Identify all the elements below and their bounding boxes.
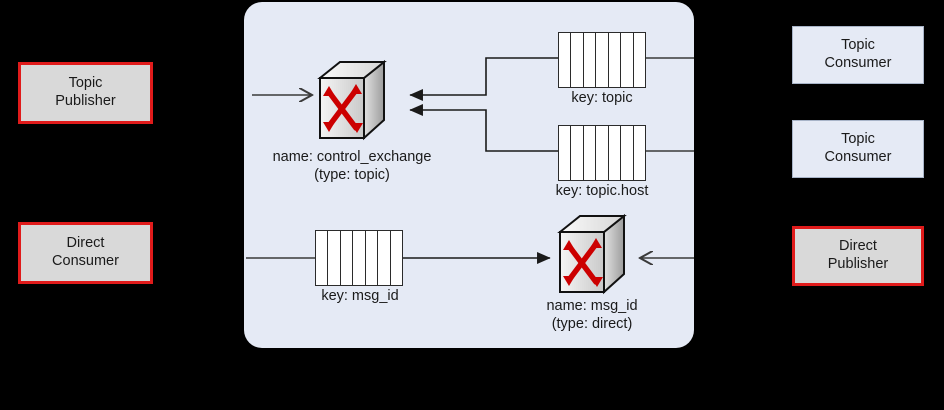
- queue-topic-host-label: key: topic.host: [555, 183, 649, 199]
- queue-cell: [316, 231, 329, 285]
- exchange-msg-id-label: name: msg_id (type: direct): [546, 298, 638, 333]
- queue-cell: [559, 126, 572, 180]
- queue-topic[interactable]: [558, 32, 646, 88]
- queue-cell: [571, 33, 584, 87]
- queue-cell: [584, 33, 597, 87]
- queue-cell: [609, 126, 622, 180]
- queue-cell: [341, 231, 354, 285]
- queue-topic-label: key: topic: [571, 90, 633, 106]
- endpoint-topic-consumer-2[interactable]: Topic Consumer: [792, 120, 924, 178]
- queue-cell: [378, 231, 391, 285]
- endpoint-direct-consumer[interactable]: Direct Consumer: [18, 222, 153, 284]
- queue-cell: [596, 33, 609, 87]
- queue-cell: [634, 33, 645, 87]
- queue-cell: [621, 126, 634, 180]
- queue-cell: [571, 126, 584, 180]
- queue-cell: [596, 126, 609, 180]
- exchange-icon-control-exchange[interactable]: [316, 58, 388, 142]
- queue-cell: [609, 33, 622, 87]
- queue-cell: [328, 231, 341, 285]
- exchange-control-label: name: control_exchange (type: topic): [272, 149, 432, 184]
- queue-cell: [621, 33, 634, 87]
- endpoint-direct-publisher[interactable]: Direct Publisher: [792, 226, 924, 286]
- queue-cell: [391, 231, 402, 285]
- endpoint-topic-consumer-1[interactable]: Topic Consumer: [792, 26, 924, 84]
- queue-cell: [353, 231, 366, 285]
- queue-msg-id-label: key: msg_id: [321, 288, 399, 304]
- queue-cell: [634, 126, 645, 180]
- queue-topic-host[interactable]: [558, 125, 646, 181]
- queue-cell: [584, 126, 597, 180]
- endpoint-topic-publisher[interactable]: Topic Publisher: [18, 62, 153, 124]
- queue-msg-id[interactable]: [315, 230, 403, 286]
- exchange-icon-msg-id[interactable]: [556, 212, 628, 296]
- queue-cell: [366, 231, 379, 285]
- queue-cell: [559, 33, 572, 87]
